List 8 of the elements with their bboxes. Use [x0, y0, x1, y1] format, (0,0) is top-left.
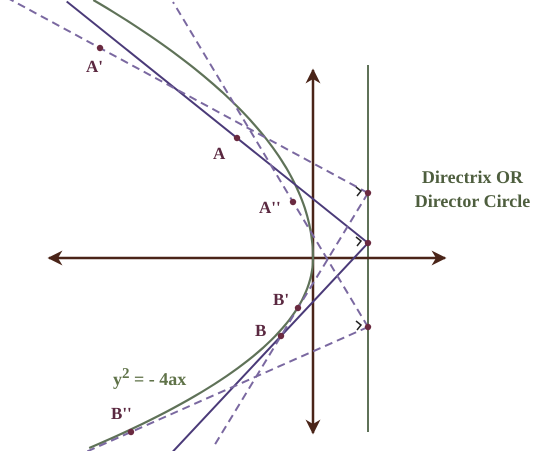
point-label: B'' [111, 405, 132, 422]
point-label: A' [86, 58, 103, 75]
point-label: A [213, 145, 226, 162]
point-label: A'' [259, 199, 281, 216]
point-label: B' [273, 291, 290, 308]
directrix-label: Directrix OR Director Circle [414, 166, 532, 213]
point-label: B [255, 322, 266, 339]
equation-label: y$^{2}$ = - 4ax [113, 367, 186, 388]
